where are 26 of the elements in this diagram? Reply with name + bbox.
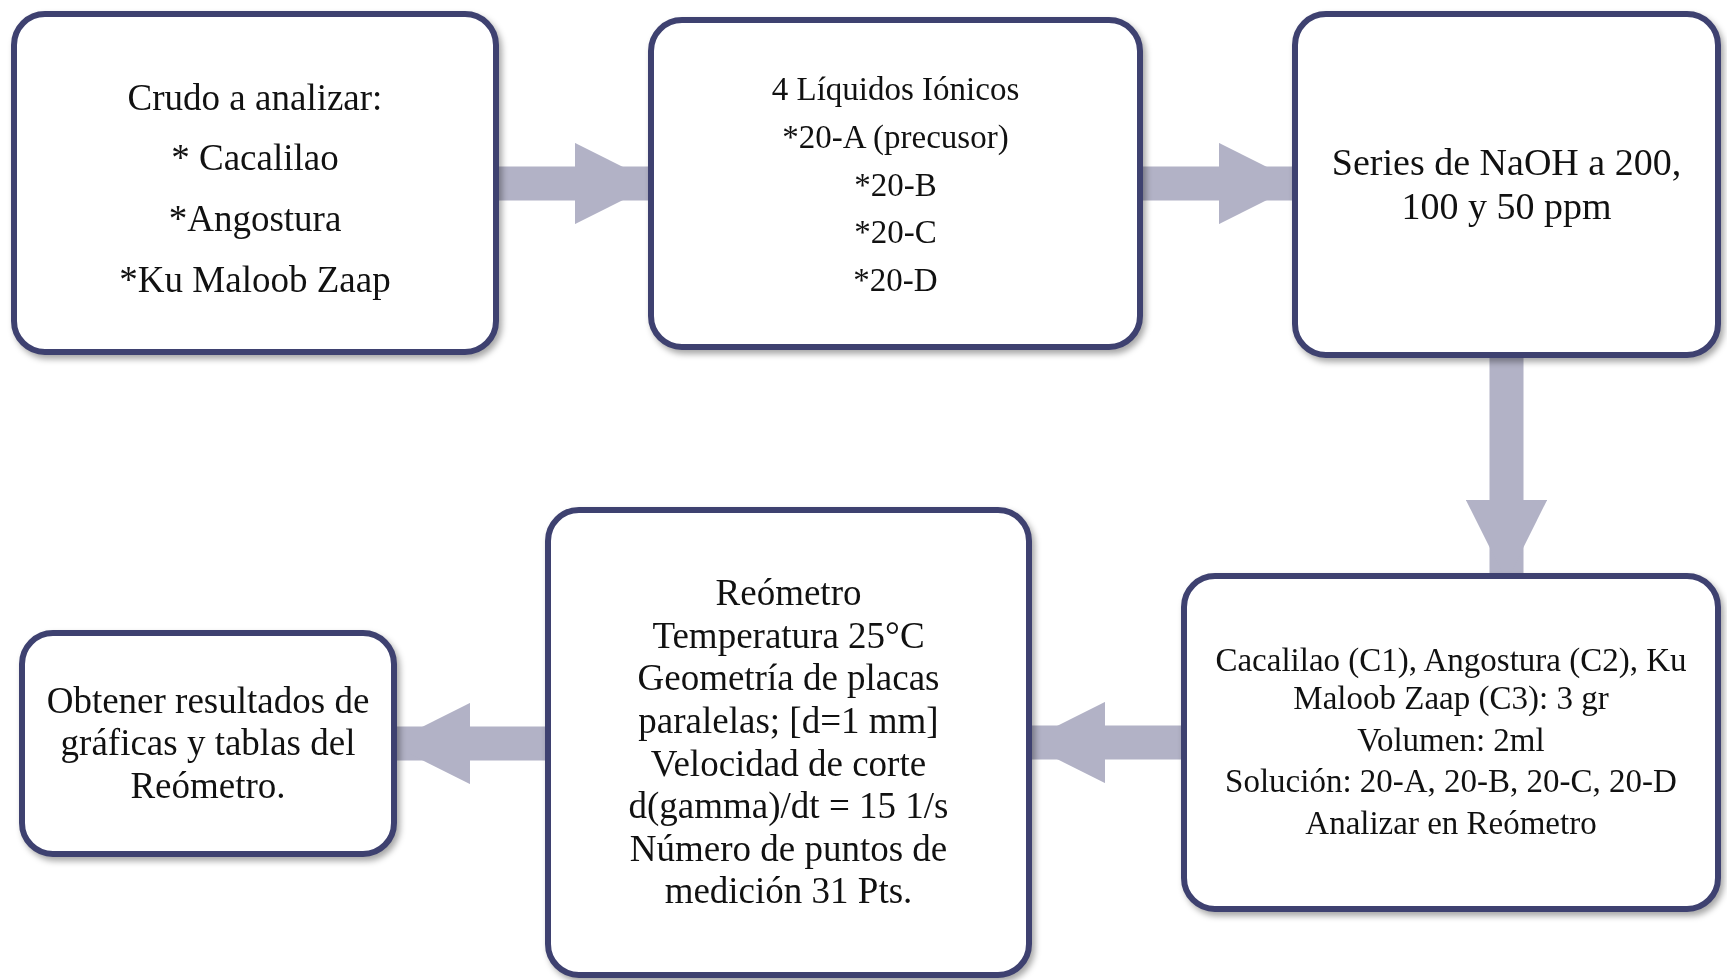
box-text: * Cacalilao xyxy=(171,137,339,180)
box-text: Crudo a analizar: xyxy=(127,76,383,120)
process-box xyxy=(545,507,1032,978)
box-text: Solución: 20-A, 20-B, 20-C, 20-D xyxy=(1225,763,1677,802)
process-box xyxy=(1292,11,1721,358)
box-text: Temperatura 25°C xyxy=(652,614,925,658)
box-text: *20-A (precusor) xyxy=(782,118,1009,157)
box-text: Volumen: 2ml xyxy=(1357,721,1545,760)
box-text: *Angostura xyxy=(168,198,342,241)
box-text: Series de NaOH a 200, 100 y 50 ppm xyxy=(1330,140,1683,229)
box-text: Reómetro xyxy=(715,572,862,615)
process-box xyxy=(11,11,499,355)
box-text: *20-D xyxy=(853,262,938,301)
box-text: *20-C xyxy=(854,214,937,253)
box-text: *Ku Maloob Zaap xyxy=(119,258,391,302)
box-text: 4 Líquidos Iónicos xyxy=(771,70,1020,109)
process-box xyxy=(648,17,1143,350)
box-text: Obtener resultados de gráficas y tablas del Reómetro. xyxy=(45,679,371,808)
box-text: *20-B xyxy=(854,166,937,205)
box-text: Cacalilao (C1), Angostura (C2), Ku Maloob Zaap (C3): 3 gr xyxy=(1214,641,1688,718)
process-box xyxy=(1181,573,1721,912)
process-box xyxy=(19,630,397,857)
box-text: Velocidad de corte d(gamma)/dt = 15 1/s xyxy=(627,742,950,828)
box-text: Número de puntos de medición 31 Pts. xyxy=(628,827,949,913)
box-text: Analizar en Reómetro xyxy=(1305,805,1597,844)
box-text: Geometría de placas paralelas; [d=1 mm] xyxy=(636,657,941,743)
